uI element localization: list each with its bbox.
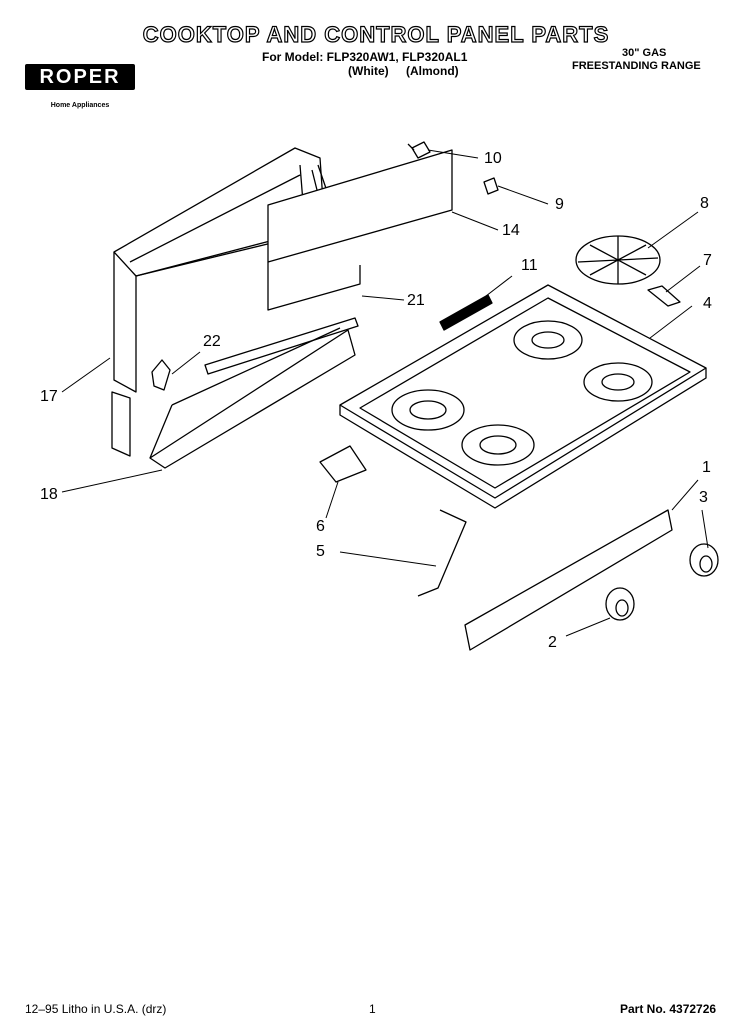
clip-part-22 [151, 359, 171, 391]
footer-page-number: 1 [369, 1002, 376, 1016]
trim-part-21 [204, 317, 359, 375]
range-type-line1: 30" GAS [622, 47, 667, 59]
footer-part-number: Part No. 4372726 [620, 1002, 717, 1016]
footer-litho: 12–95 Litho in U.S.A. (drz) [25, 1002, 167, 1016]
callout-2: 2 [548, 634, 557, 651]
callout-3: 3 [699, 489, 708, 506]
callout-5: 5 [316, 543, 325, 560]
callout-4: 4 [703, 295, 712, 312]
callout-22: 22 [203, 333, 221, 350]
knob-part-2 [605, 587, 635, 621]
clip-part-7 [647, 285, 681, 307]
model-line: For Model: FLP320AW1, FLP320AL1 [262, 50, 468, 64]
color-white-label: (White) [348, 64, 389, 78]
bracket-part-6 [319, 445, 367, 483]
rod-part-5 [417, 509, 467, 597]
callout-17: 17 [40, 388, 58, 405]
page-title: COOKTOP AND CONTROL PANEL PARTS [142, 21, 610, 47]
callout-1: 1 [702, 459, 711, 476]
grate-part-8 [575, 235, 661, 285]
callout-10: 10 [484, 150, 502, 167]
manifold-bar-part-1 [464, 509, 673, 651]
callout-9: 9 [555, 196, 564, 213]
knob-part-3 [689, 543, 719, 577]
cooktop-part-4 [339, 284, 707, 509]
range-type-line2: FREESTANDING RANGE [572, 60, 701, 72]
wing-nut-part-10 [407, 141, 431, 159]
brand-tagline: Home Appliances [50, 102, 110, 109]
callout-8: 8 [700, 195, 709, 212]
color-almond-label: (Almond) [406, 64, 459, 78]
callout-18: 18 [40, 486, 58, 503]
brand-name: ROPER [25, 64, 135, 90]
screw-part-9 [483, 177, 499, 195]
igniter-part-11 [439, 294, 493, 331]
overlay-part-14 [267, 149, 453, 311]
leader-lines [61, 149, 709, 637]
callout-21: 21 [407, 292, 425, 309]
callout-6: 6 [316, 518, 325, 535]
manifold-panel-part-18 [149, 327, 356, 469]
callout-11: 11 [521, 257, 538, 274]
callout-7: 7 [703, 252, 712, 269]
callout-14: 14 [502, 222, 520, 239]
brand-logo: ROPER Home Appliances [25, 64, 135, 109]
